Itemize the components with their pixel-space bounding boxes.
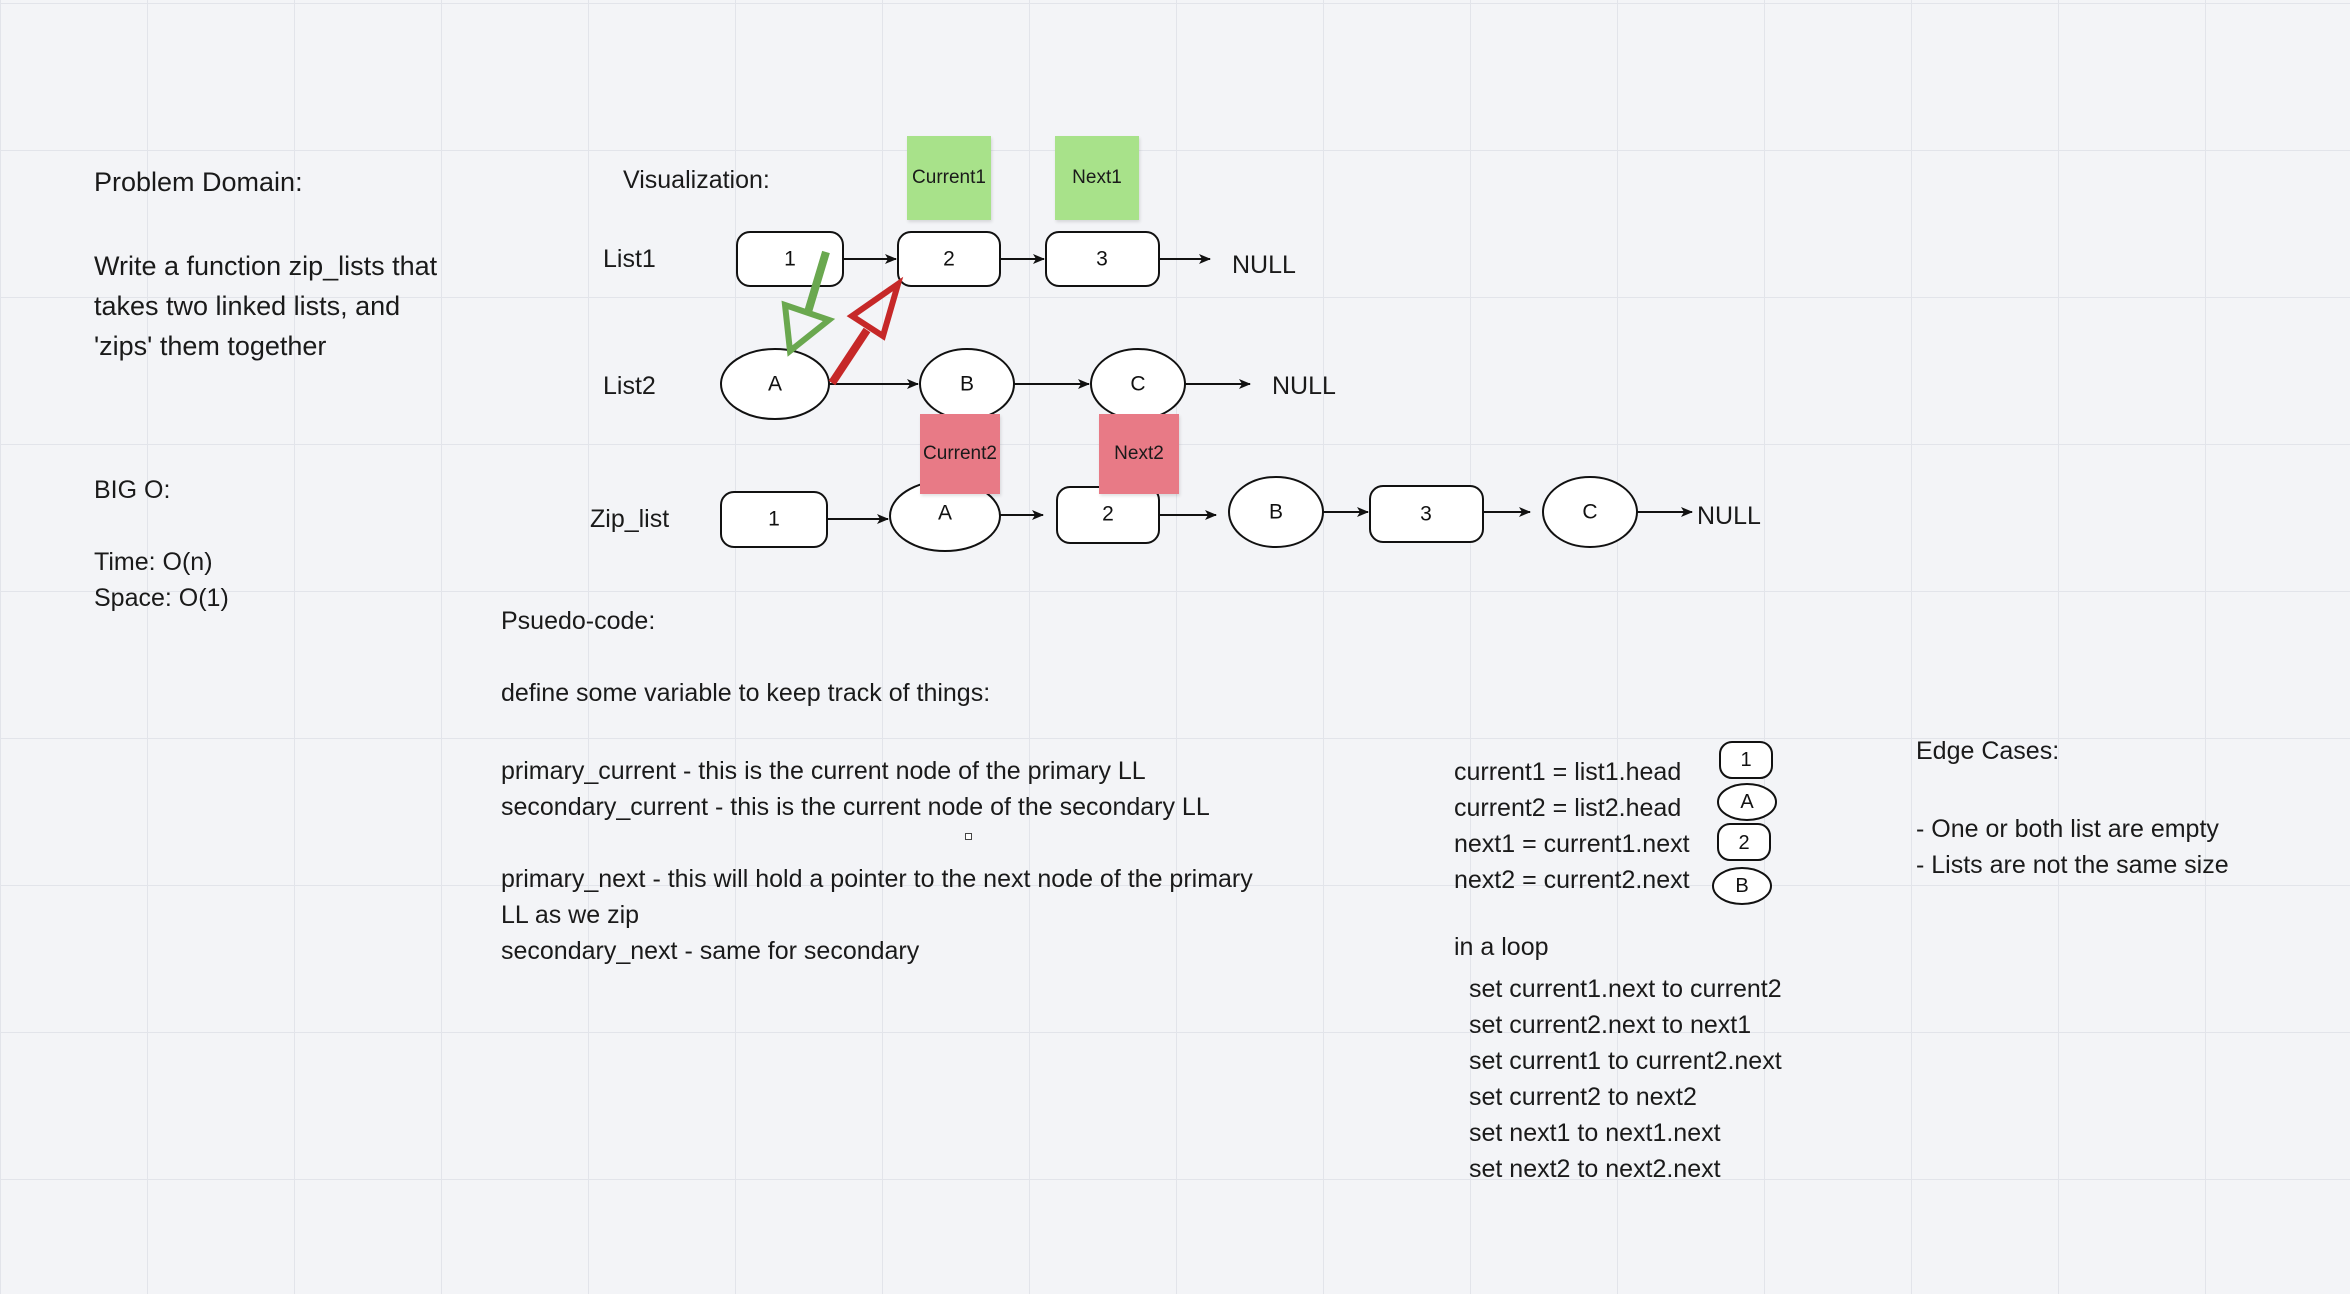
edge-cases-list: - One or both list are empty - Lists are… <box>1916 811 2229 883</box>
badge-node <box>1719 741 1773 779</box>
list2-node-label: C <box>1130 373 1145 396</box>
assignment-line: next2 = current2.next <box>1454 866 1690 894</box>
assignment-line: current1 = list1.head <box>1454 758 1682 786</box>
list1-node-label: 1 <box>784 248 796 271</box>
zip-node-label: 3 <box>1420 503 1432 526</box>
badge-label: B <box>1735 875 1748 897</box>
space-complexity: Space: O(1) <box>94 584 229 612</box>
badge-node <box>1717 823 1771 861</box>
list1-node-label: 2 <box>943 248 955 271</box>
description-line: Write a function zip_lists that <box>94 251 438 281</box>
assignment-line: current2 = list2.head <box>1454 794 1682 822</box>
loop-line: set next2 to next2.next <box>1469 1155 1721 1183</box>
pseudo-code-vars: primary_current - this is the current no… <box>501 753 1210 825</box>
loop-line: set current2.next to next1 <box>1469 1011 1752 1039</box>
red-arrow <box>828 276 904 386</box>
visualization-heading: Visualization: <box>623 166 770 194</box>
badge-label: 1 <box>1740 749 1751 771</box>
zip-node-label: C <box>1582 501 1597 524</box>
assignment-line: next1 = current1.next <box>1454 830 1690 858</box>
list1-label: List1 <box>603 245 656 273</box>
sticky-note-current2: Current2 <box>920 414 1000 494</box>
loop-heading: in a loop <box>1454 933 1549 961</box>
list2-label: List2 <box>603 372 656 400</box>
pseudo-line: LL as we zip <box>501 901 640 929</box>
big-o-heading: BIG O: <box>94 476 171 504</box>
null-label: NULL <box>1232 251 1296 279</box>
zip-list-label: Zip_list <box>590 505 669 533</box>
null-label: NULL <box>1272 372 1336 400</box>
problem-domain-heading: Problem Domain: <box>94 167 303 197</box>
loop-line: set next1 to next1.next <box>1469 1119 1721 1147</box>
description-line: 'zips' them together <box>94 331 327 361</box>
list2-node-label: B <box>960 373 974 396</box>
zip-node-label: B <box>1269 501 1283 524</box>
pseudo-line: secondary_current - this is the current … <box>501 793 1210 821</box>
pseudo-code-intro: define some variable to keep track of th… <box>501 679 991 707</box>
green-arrow <box>781 250 836 357</box>
description-line: takes two linked lists, and <box>94 291 401 321</box>
loop-lines: set current1.next to current2 set curren… <box>1469 971 1782 1187</box>
edge-case-item: - Lists are not the same size <box>1916 851 2229 879</box>
loop-line: set current1 to current2.next <box>1469 1047 1782 1075</box>
badge-label: A <box>1740 791 1754 813</box>
edge-case-item: - One or both list are empty <box>1916 815 2219 843</box>
pseudo-code-next-vars: primary_next - this will hold a pointer … <box>501 861 1253 969</box>
list2-node-label: A <box>768 373 782 396</box>
badge-node <box>1717 783 1777 821</box>
zip-node-label: 2 <box>1102 503 1114 526</box>
pseudo-line: primary_current - this is the current no… <box>501 757 1146 785</box>
edge-cases-heading: Edge Cases: <box>1916 737 2060 765</box>
zip-node-label: 1 <box>768 508 780 531</box>
small-square-marker <box>965 833 972 840</box>
pseudo-code-heading: Psuedo-code: <box>501 607 656 635</box>
zip-node-label: A <box>938 502 952 525</box>
badge-node <box>1712 867 1772 905</box>
assignment-lines: current1 = list1.head current2 = list2.h… <box>1454 754 1690 898</box>
assignment-badges: 1 A 2 B <box>1712 741 1777 905</box>
problem-domain-description: Write a function zip_lists that takes tw… <box>94 246 437 366</box>
null-label: NULL <box>1697 502 1761 530</box>
pseudo-line: secondary_next - same for secondary <box>501 937 920 965</box>
time-complexity: Time: O(n) <box>94 548 213 576</box>
list1-node-label: 3 <box>1096 248 1108 271</box>
zip-node <box>1369 485 1484 543</box>
sticky-note-next1: Next1 <box>1055 136 1139 220</box>
pseudo-line: primary_next - this will hold a pointer … <box>501 865 1253 893</box>
badge-label: 2 <box>1738 832 1749 854</box>
loop-line: set current2 to next2 <box>1469 1083 1697 1111</box>
sticky-note-next2: Next2 <box>1099 414 1179 494</box>
loop-line: set current1.next to current2 <box>1469 975 1782 1003</box>
sticky-note-current1: Current1 <box>907 136 991 220</box>
